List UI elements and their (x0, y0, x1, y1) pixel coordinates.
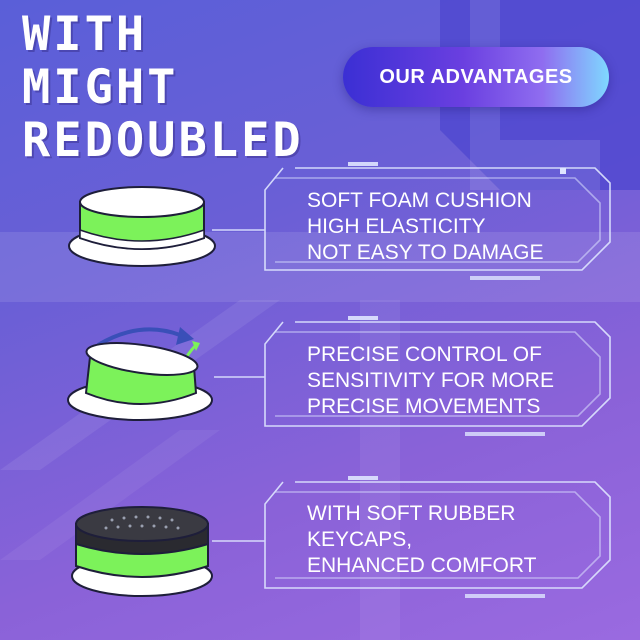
headline: WITH MIGHT REDOUBLED (22, 8, 304, 167)
advantage-line: HIGH ELASTICITY (307, 215, 486, 238)
advantage-text-2: PRECISE CONTROL OF SENSITIVITY FOR MORE … (307, 342, 554, 420)
headline-line: REDOUBLED (22, 113, 304, 168)
advantage-line: SENSITIVITY FOR MORE (307, 369, 554, 392)
badge-label: OUR ADVANTAGES (379, 65, 573, 88)
advantage-line: NOT EASY TO DAMAGE (307, 241, 544, 264)
panel-frame-1 (212, 167, 611, 271)
tilted-cap-image (67, 327, 213, 421)
advantage-text-1: SOFT FOAM CUSHION HIGH ELASTICITY NOT EA… (307, 188, 544, 266)
panel-frame-2 (214, 321, 611, 427)
foam-cap-image (68, 186, 216, 267)
headline-line: WITH (22, 7, 148, 62)
headline-line: MIGHT (22, 60, 179, 115)
advantage-line: KEYCAPS, (307, 528, 413, 551)
rubber-cap-image (71, 506, 213, 597)
advantage-line: PRECISE MOVEMENTS (307, 395, 541, 418)
advantage-text-3: WITH SOFT RUBBER KEYCAPS, ENHANCED COMFO… (307, 501, 536, 579)
advantages-badge: OUR ADVANTAGES (343, 47, 609, 107)
panel-frame-3 (212, 481, 611, 589)
rotate-arrow-icon (176, 327, 194, 345)
advantage-line: WITH SOFT RUBBER (307, 502, 516, 525)
advantage-line: SOFT FOAM CUSHION (307, 189, 532, 212)
advantage-line: PRECISE CONTROL OF (307, 343, 542, 366)
advantage-line: ENHANCED COMFORT (307, 554, 537, 577)
